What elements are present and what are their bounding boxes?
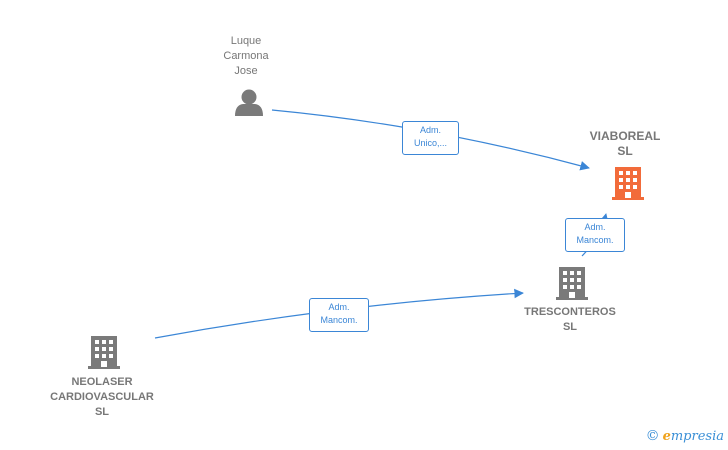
node-label-line: SL (562, 321, 578, 333)
edge-label-line: Adm. (419, 125, 441, 135)
node-label-line: SL (617, 144, 633, 158)
node-label-line: CARDIOVASCULAR (50, 391, 154, 403)
node-label-line: NEOLASER (71, 376, 133, 388)
edge-label-line: Mancom. (320, 315, 358, 325)
node-label-neolaser[interactable]: NEOLASER CARDIOVASCULAR SL (44, 375, 160, 420)
node-label-tresconteros[interactable]: TRESCONTEROS SL (515, 305, 625, 335)
node-label-line: VIABOREAL (589, 129, 661, 143)
brand-logo: ©empresia (646, 428, 724, 444)
person-icon[interactable] (235, 89, 263, 117)
edge-label-line: Adm. (328, 302, 350, 312)
edge-label-line: Mancom. (576, 235, 614, 245)
edge-label-line: Unico,... (413, 138, 447, 148)
node-label-line: Jose (234, 65, 258, 77)
node-label-line: SL (94, 406, 110, 418)
building-icon-tresconteros[interactable] (556, 267, 588, 300)
building-icon-neolaser[interactable] (88, 336, 120, 369)
edge-label-neolaser-tresconteros[interactable]: Adm. Mancom. (309, 298, 369, 332)
brand-name: mpresia (670, 429, 724, 444)
node-label-person[interactable]: Luque Carmona Jose (206, 34, 286, 79)
node-label-line: Luque (230, 35, 262, 47)
copyright-icon: © (645, 428, 660, 444)
node-label-line: Carmona (223, 50, 269, 62)
edge-label-person-viaboreal[interactable]: Adm. Unico,... (402, 121, 459, 155)
node-label-viaboreal[interactable]: VIABOREAL SL (575, 129, 675, 159)
edge-label-tresconteros-viaboreal[interactable]: Adm. Mancom. (565, 218, 625, 252)
building-icon-viaboreal[interactable] (612, 167, 644, 200)
brand-initial: e (662, 429, 671, 444)
node-label-line: TRESCONTEROS (524, 306, 616, 318)
edge-label-line: Adm. (584, 222, 606, 232)
